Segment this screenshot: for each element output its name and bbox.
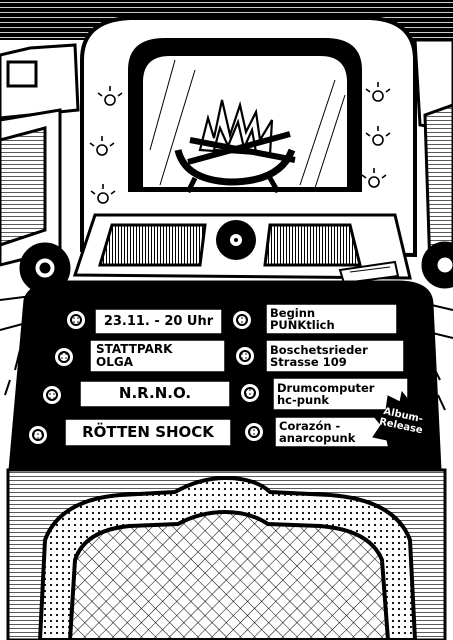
tag-sticker — [338, 260, 400, 285]
knob-icon — [27, 309, 265, 446]
address-label: Boschetsrieder Strasse 109 — [270, 342, 368, 369]
band-style-corazon: Corazón - anarcopunk — [279, 418, 356, 445]
label-plates — [64, 303, 409, 448]
album-release-badge — [371, 390, 438, 456]
band-style-drumcomputer: Drumcomputer hc-punk — [277, 380, 375, 407]
stove-window-grill — [67, 509, 391, 640]
venue-label: STATTPARK OLGA — [96, 342, 173, 369]
ground-lines — [0, 294, 453, 411]
band-nrno-label: N.R.N.O. — [118, 384, 192, 403]
campfire-icon — [174, 99, 296, 194]
right-vehicle — [413, 38, 453, 289]
glass-streaks — [149, 59, 346, 189]
record-icon — [216, 220, 256, 260]
start-time-note: Beginn PUNKtlich — [270, 305, 335, 332]
lightbulb-icon — [89, 82, 391, 204]
band-rotten-shock-label: RÖTTEN SHOCK — [82, 422, 214, 441]
event-date-label: 23.11. - 20 Uhr — [103, 313, 214, 329]
left-vehicle — [0, 43, 80, 294]
